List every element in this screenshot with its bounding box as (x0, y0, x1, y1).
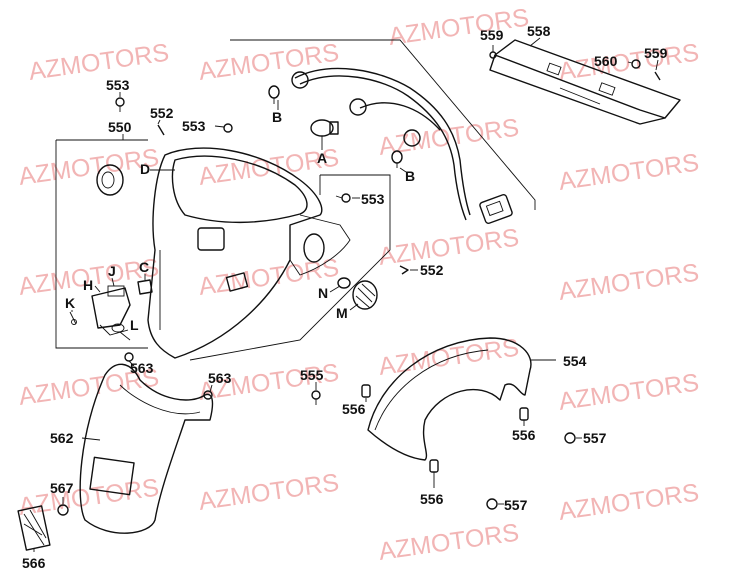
label-a: A (317, 150, 327, 166)
label-567: 567 (50, 480, 74, 496)
label-d: D (140, 161, 150, 177)
watermark: AZMOTORS (557, 259, 701, 306)
label-554: 554 (563, 353, 587, 369)
wiring-harness (291, 67, 513, 224)
label-553: 553 (361, 191, 385, 207)
leader-lines (33, 37, 659, 552)
watermark: AZMOTORS (557, 479, 701, 526)
reflector-d (96, 164, 124, 196)
part-labels: 553 552 553 550 D A B B 553 552 C H J K … (22, 23, 668, 571)
label-550: 550 (108, 119, 132, 135)
lens-m (352, 280, 378, 310)
bulb-a (310, 119, 339, 137)
watermark: AZMOTORS (377, 334, 521, 381)
rear-fender-562 (79, 363, 214, 534)
taillight-housing (147, 147, 351, 359)
label-556: 556 (512, 427, 536, 443)
lamp-l (111, 323, 125, 333)
watermark: AZMOTORS (27, 39, 171, 86)
label-558: 558 (527, 23, 551, 39)
label-b: B (272, 109, 282, 125)
connector-c (137, 279, 153, 295)
reflector-566 (17, 505, 51, 551)
label-c: C (139, 259, 149, 275)
label-556: 556 (342, 401, 366, 417)
label-m: M (336, 305, 348, 321)
bulb-b-right (391, 150, 403, 168)
label-559: 559 (480, 27, 504, 43)
label-553: 553 (106, 77, 130, 93)
label-556: 556 (420, 491, 444, 507)
label-h: H (83, 277, 93, 293)
label-562: 562 (50, 430, 74, 446)
label-n: N (318, 285, 328, 301)
assembly-frame (55, 39, 536, 361)
watermark: AZMOTORS (557, 369, 701, 416)
label-b: B (405, 168, 415, 184)
label-552: 552 (420, 262, 444, 278)
label-553: 553 (182, 118, 206, 134)
rear-bracket-558 (489, 39, 681, 125)
label-557: 557 (583, 430, 607, 446)
label-559: 559 (644, 45, 668, 61)
grommet-n (337, 277, 351, 289)
watermark: AZMOTORS (377, 114, 521, 161)
mudguard-554 (367, 337, 532, 461)
label-555: 555 (300, 367, 324, 383)
bulb-b-left (268, 85, 280, 104)
label-566: 566 (22, 555, 46, 571)
label-j: J (108, 263, 116, 279)
watermark: AZMOTORS (17, 474, 161, 521)
label-l: L (130, 317, 139, 333)
watermark: AZMOTORS (377, 519, 521, 566)
watermark: AZMOTORS (197, 469, 341, 516)
watermark: AZMOTORS (557, 149, 701, 196)
screw-k (69, 311, 77, 325)
label-k: K (65, 295, 75, 311)
label-563: 563 (130, 360, 154, 376)
label-563: 563 (208, 370, 232, 386)
label-557: 557 (504, 497, 528, 513)
watermark: AZMOTORS (377, 224, 521, 271)
license-lamp-h (91, 285, 131, 336)
label-552: 552 (150, 105, 174, 121)
label-560: 560 (594, 53, 618, 69)
watermark: AZMOTORS (197, 39, 341, 86)
fasteners (57, 51, 661, 516)
